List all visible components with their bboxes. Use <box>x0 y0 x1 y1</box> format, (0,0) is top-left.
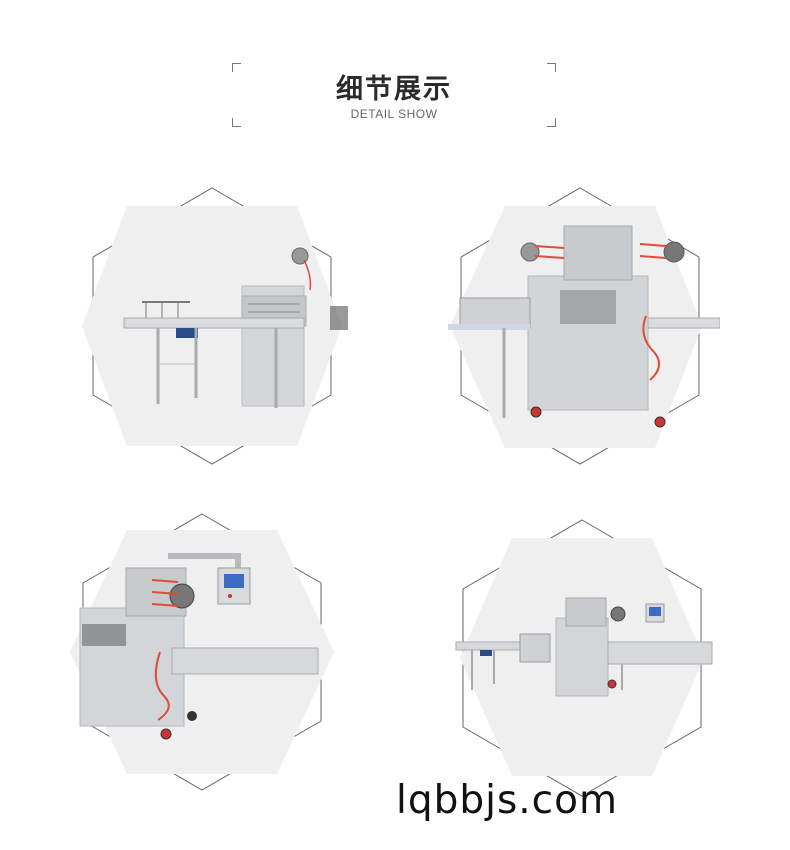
conveyor-motor <box>176 328 198 338</box>
conveyor-belt <box>123 317 305 329</box>
outfeed-conveyor <box>647 317 720 329</box>
hex-outline <box>92 187 332 465</box>
corner-bracket-bottom-right <box>547 118 556 127</box>
film-roll <box>169 583 195 609</box>
outfeed-conveyor <box>171 647 319 675</box>
vent-grille <box>330 306 348 330</box>
film-roll-right <box>663 241 685 263</box>
detail-photo-full-line <box>442 518 722 798</box>
film-roll-left <box>520 242 540 262</box>
infeed-section <box>459 297 531 329</box>
film-roll <box>610 606 626 622</box>
hex-outline <box>460 187 700 465</box>
outfeed-conveyor <box>607 641 713 665</box>
caster-wheel <box>607 679 617 689</box>
caster-wheel <box>160 728 172 740</box>
section-title: 细节展示 <box>336 74 452 105</box>
detail-photo-machine-front <box>62 512 342 792</box>
hex-outline <box>462 519 702 797</box>
machine-cabinet <box>555 617 609 697</box>
sealing-module <box>519 633 551 663</box>
vent-grille <box>560 290 616 324</box>
sealing-head <box>565 597 607 627</box>
vent-grille <box>82 624 126 646</box>
caster-wheel <box>654 416 666 428</box>
sealing-head <box>563 225 633 281</box>
touch-screen <box>224 574 244 588</box>
caster-wheel <box>530 406 542 418</box>
infeed-conveyor <box>455 641 531 651</box>
section-subtitle: DETAIL SHOW <box>350 107 438 121</box>
corner-bracket-top-left <box>232 63 241 72</box>
section-header: 细节展示 DETAIL SHOW <box>232 63 556 127</box>
corner-bracket-top-right <box>547 63 556 72</box>
caster-wheel <box>187 711 197 721</box>
hex-outline <box>82 513 322 791</box>
site-watermark: lqbbjs.com <box>396 778 618 823</box>
touch-screen <box>649 607 661 616</box>
detail-photo-infeed-conveyor <box>72 186 352 466</box>
detail-photo-machine-side <box>440 186 720 466</box>
corner-bracket-bottom-left <box>232 118 241 127</box>
